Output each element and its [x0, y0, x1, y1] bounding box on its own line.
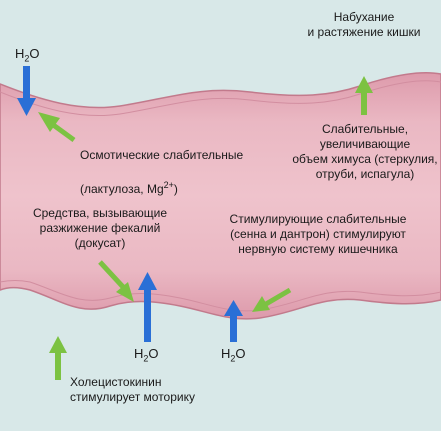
water-label-top: H2O: [15, 46, 40, 64]
label-stimulant-laxatives: Стимулирующие слабительные (сенна и дант…: [229, 212, 407, 256]
intestine-fold-top: [0, 80, 441, 117]
water-sub: 2: [143, 353, 149, 364]
water-h: H: [15, 46, 25, 61]
green-arrow-softeners: [98, 260, 134, 302]
intestine-fold-bottom: [0, 280, 441, 312]
green-arrow-swelling: [355, 76, 373, 115]
green-arrow-cholecystokinin: [49, 336, 67, 380]
label-osmotic-superscript: 2+: [163, 180, 174, 190]
label-stool-softeners: Средства, вызывающие разжижение фекалий …: [32, 206, 168, 250]
water-sub: 2: [230, 353, 236, 364]
label-osmotic-line1: Осмотические слабительные: [80, 148, 244, 162]
label-swelling: Набухание и растяжение кишки: [307, 10, 421, 39]
water-label-center: H2O: [134, 346, 159, 364]
water-arrow-bottom-right: [224, 300, 243, 342]
label-cholecystokinin: Холецистокинин стимулирует моторику: [70, 375, 195, 404]
water-o: O: [235, 346, 246, 361]
intestine-body: [0, 72, 441, 320]
label-osmotic: Осмотические слабительные (лактулоза, Mg…: [80, 133, 300, 197]
water-o: O: [29, 46, 40, 61]
label-osmotic-close: ): [173, 182, 178, 196]
green-arrow-osmotic: [38, 112, 76, 143]
water-label-right: H2O: [221, 346, 246, 364]
water-h: H: [221, 346, 231, 361]
green-arrow-stimulant: [252, 287, 292, 312]
water-arrow-top-left: [17, 66, 36, 116]
water-arrow-bottom-center: [138, 272, 157, 342]
water-h: H: [134, 346, 144, 361]
water-o: O: [148, 346, 159, 361]
label-osmotic-line2: (лактулоза, Mg: [80, 182, 164, 196]
water-sub: 2: [24, 53, 30, 64]
label-bulk-laxatives: Слабительные, увеличивающие объем химуса…: [292, 122, 438, 181]
